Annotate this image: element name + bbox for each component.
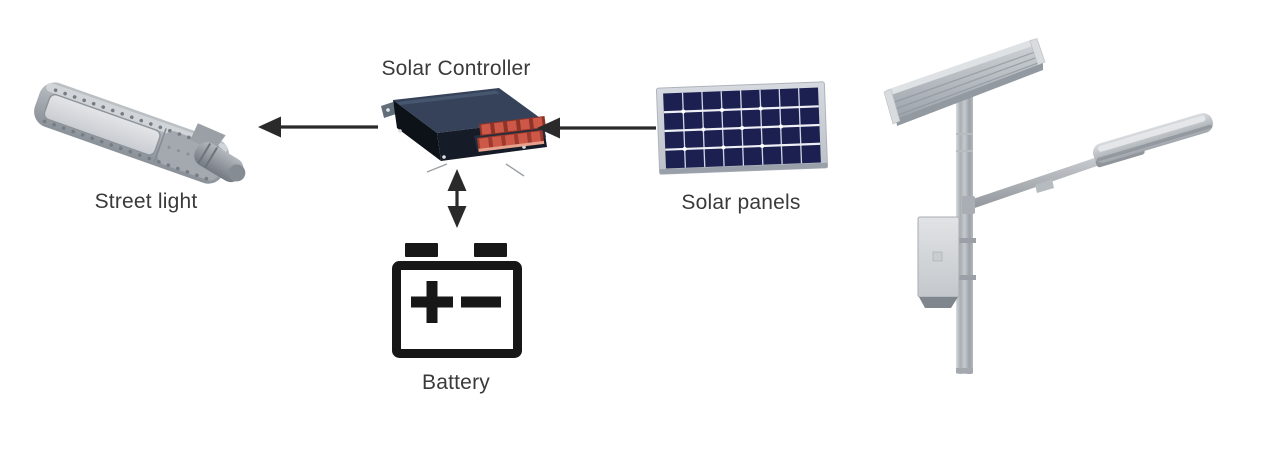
assembled-street-light-photo <box>883 38 1213 374</box>
arrow-controller-battery-bidirectional <box>447 169 467 228</box>
battery-positive-terminal <box>405 243 438 257</box>
pole-battery-box <box>917 216 976 308</box>
battery-plus-sign <box>411 281 453 323</box>
battery-negative-terminal <box>474 243 507 257</box>
street-light-illustration <box>34 82 246 184</box>
controller-wire-terminals <box>477 115 546 152</box>
battery-icon <box>392 243 522 358</box>
lamp-head <box>1093 113 1213 163</box>
controller-left-face <box>393 100 441 161</box>
battery-minus-sign <box>461 296 501 308</box>
street-light-mount <box>190 123 246 183</box>
lamp-arm <box>962 147 1129 214</box>
street-light-label: Street light <box>94 190 198 213</box>
arrow-controller-to-streetlight <box>258 116 378 138</box>
solar-controller-label: Solar Controller <box>381 57 531 80</box>
solar-panels-label: Solar panels <box>681 191 801 214</box>
battery-body <box>392 261 522 358</box>
arrow-panels-to-controller <box>537 117 656 139</box>
top-solar-panel <box>883 38 1046 126</box>
pole <box>956 72 973 374</box>
solar-controller-illustration <box>381 88 547 177</box>
battery-label: Battery <box>422 371 490 394</box>
solar-panel-illustration <box>655 81 829 175</box>
